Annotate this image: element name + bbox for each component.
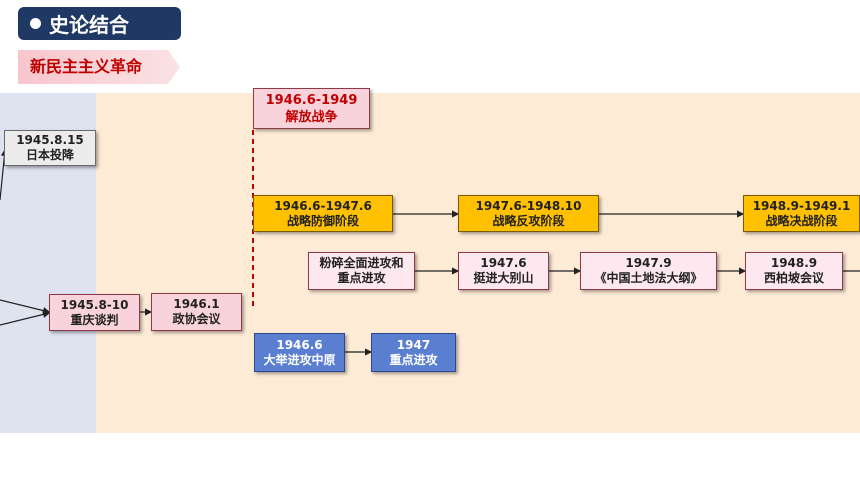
box-smash-offensives: 粉碎全面进攻和 重点进攻 [308, 252, 415, 290]
bullet-icon [30, 18, 41, 29]
date-label: 1946.6-1947.6 [274, 198, 372, 213]
box-pcc: 1946.1 政协会议 [151, 293, 242, 331]
date-label: 1947.6 [480, 256, 527, 270]
box-xibaipo-meeting: 1948.9 西柏坡会议 [745, 252, 843, 290]
box-key-point-attack: 1947 重点进攻 [371, 333, 456, 372]
box-liberation-war: 1946.6-1949 解放战争 [253, 88, 370, 129]
date-label: 1946.6-1949 [265, 92, 358, 108]
date-label: 1945.8-10 [60, 297, 129, 312]
event-label: 战略防御阶段 [286, 213, 359, 228]
line-to-chongqing-2 [0, 310, 51, 326]
event-label: 解放战争 [285, 109, 338, 125]
box-dabie-mountains: 1947.6 挺进大别山 [458, 252, 549, 290]
date-label: 1946.1 [173, 297, 220, 311]
date-label: 1947.6-1948.10 [475, 198, 582, 213]
event-label: 《中国土地法大纲》 [594, 271, 703, 285]
date-label: 1947.9 [625, 256, 672, 270]
box-strategic-decisive: 1948.9-1949.1 战略决战阶段 [743, 195, 860, 232]
date-label: 1948.9-1949.1 [752, 198, 851, 213]
line-to-chongqing-1 [0, 299, 51, 315]
line2-label: 重点进攻 [337, 271, 386, 285]
box-land-law: 1947.9 《中国土地法大纲》 [580, 252, 717, 290]
event-label: 政协会议 [172, 312, 221, 326]
event-label: 战略反攻阶段 [492, 213, 565, 228]
section-title: 史论结合 [49, 13, 129, 37]
box-japan-surrender: 1945.8.15 日本投降 [4, 130, 96, 166]
date-label: 1946.6 [276, 337, 323, 352]
event-label: 西柏坡会议 [763, 271, 824, 285]
event-label: 重点进攻 [389, 352, 438, 367]
event-label: 挺进大别山 [473, 271, 534, 285]
event-label: 战略决战阶段 [765, 213, 838, 228]
box-central-plains-attack: 1946.6 大举进攻中原 [254, 333, 345, 372]
section-header: 史论结合 [18, 7, 181, 40]
event-label: 重庆谈判 [70, 312, 119, 327]
box-strategic-counteroffensive: 1947.6-1948.10 战略反攻阶段 [458, 195, 599, 232]
date-label: 1948.9 [770, 256, 818, 270]
event-label: 日本投降 [25, 148, 74, 162]
banner-label: 新民主主义革命 [30, 57, 143, 76]
event-label: 大举进攻中原 [263, 352, 336, 367]
date-label: 1945.8.15 [16, 133, 84, 147]
box-chongqing-negotiation: 1945.8-10 重庆谈判 [49, 294, 140, 331]
banner-arrow-icon [18, 50, 180, 84]
line1-label: 粉碎全面进攻和 [319, 256, 404, 270]
date-label: 1947 [396, 337, 431, 352]
box-strategic-defense: 1946.6-1947.6 战略防御阶段 [253, 195, 393, 232]
